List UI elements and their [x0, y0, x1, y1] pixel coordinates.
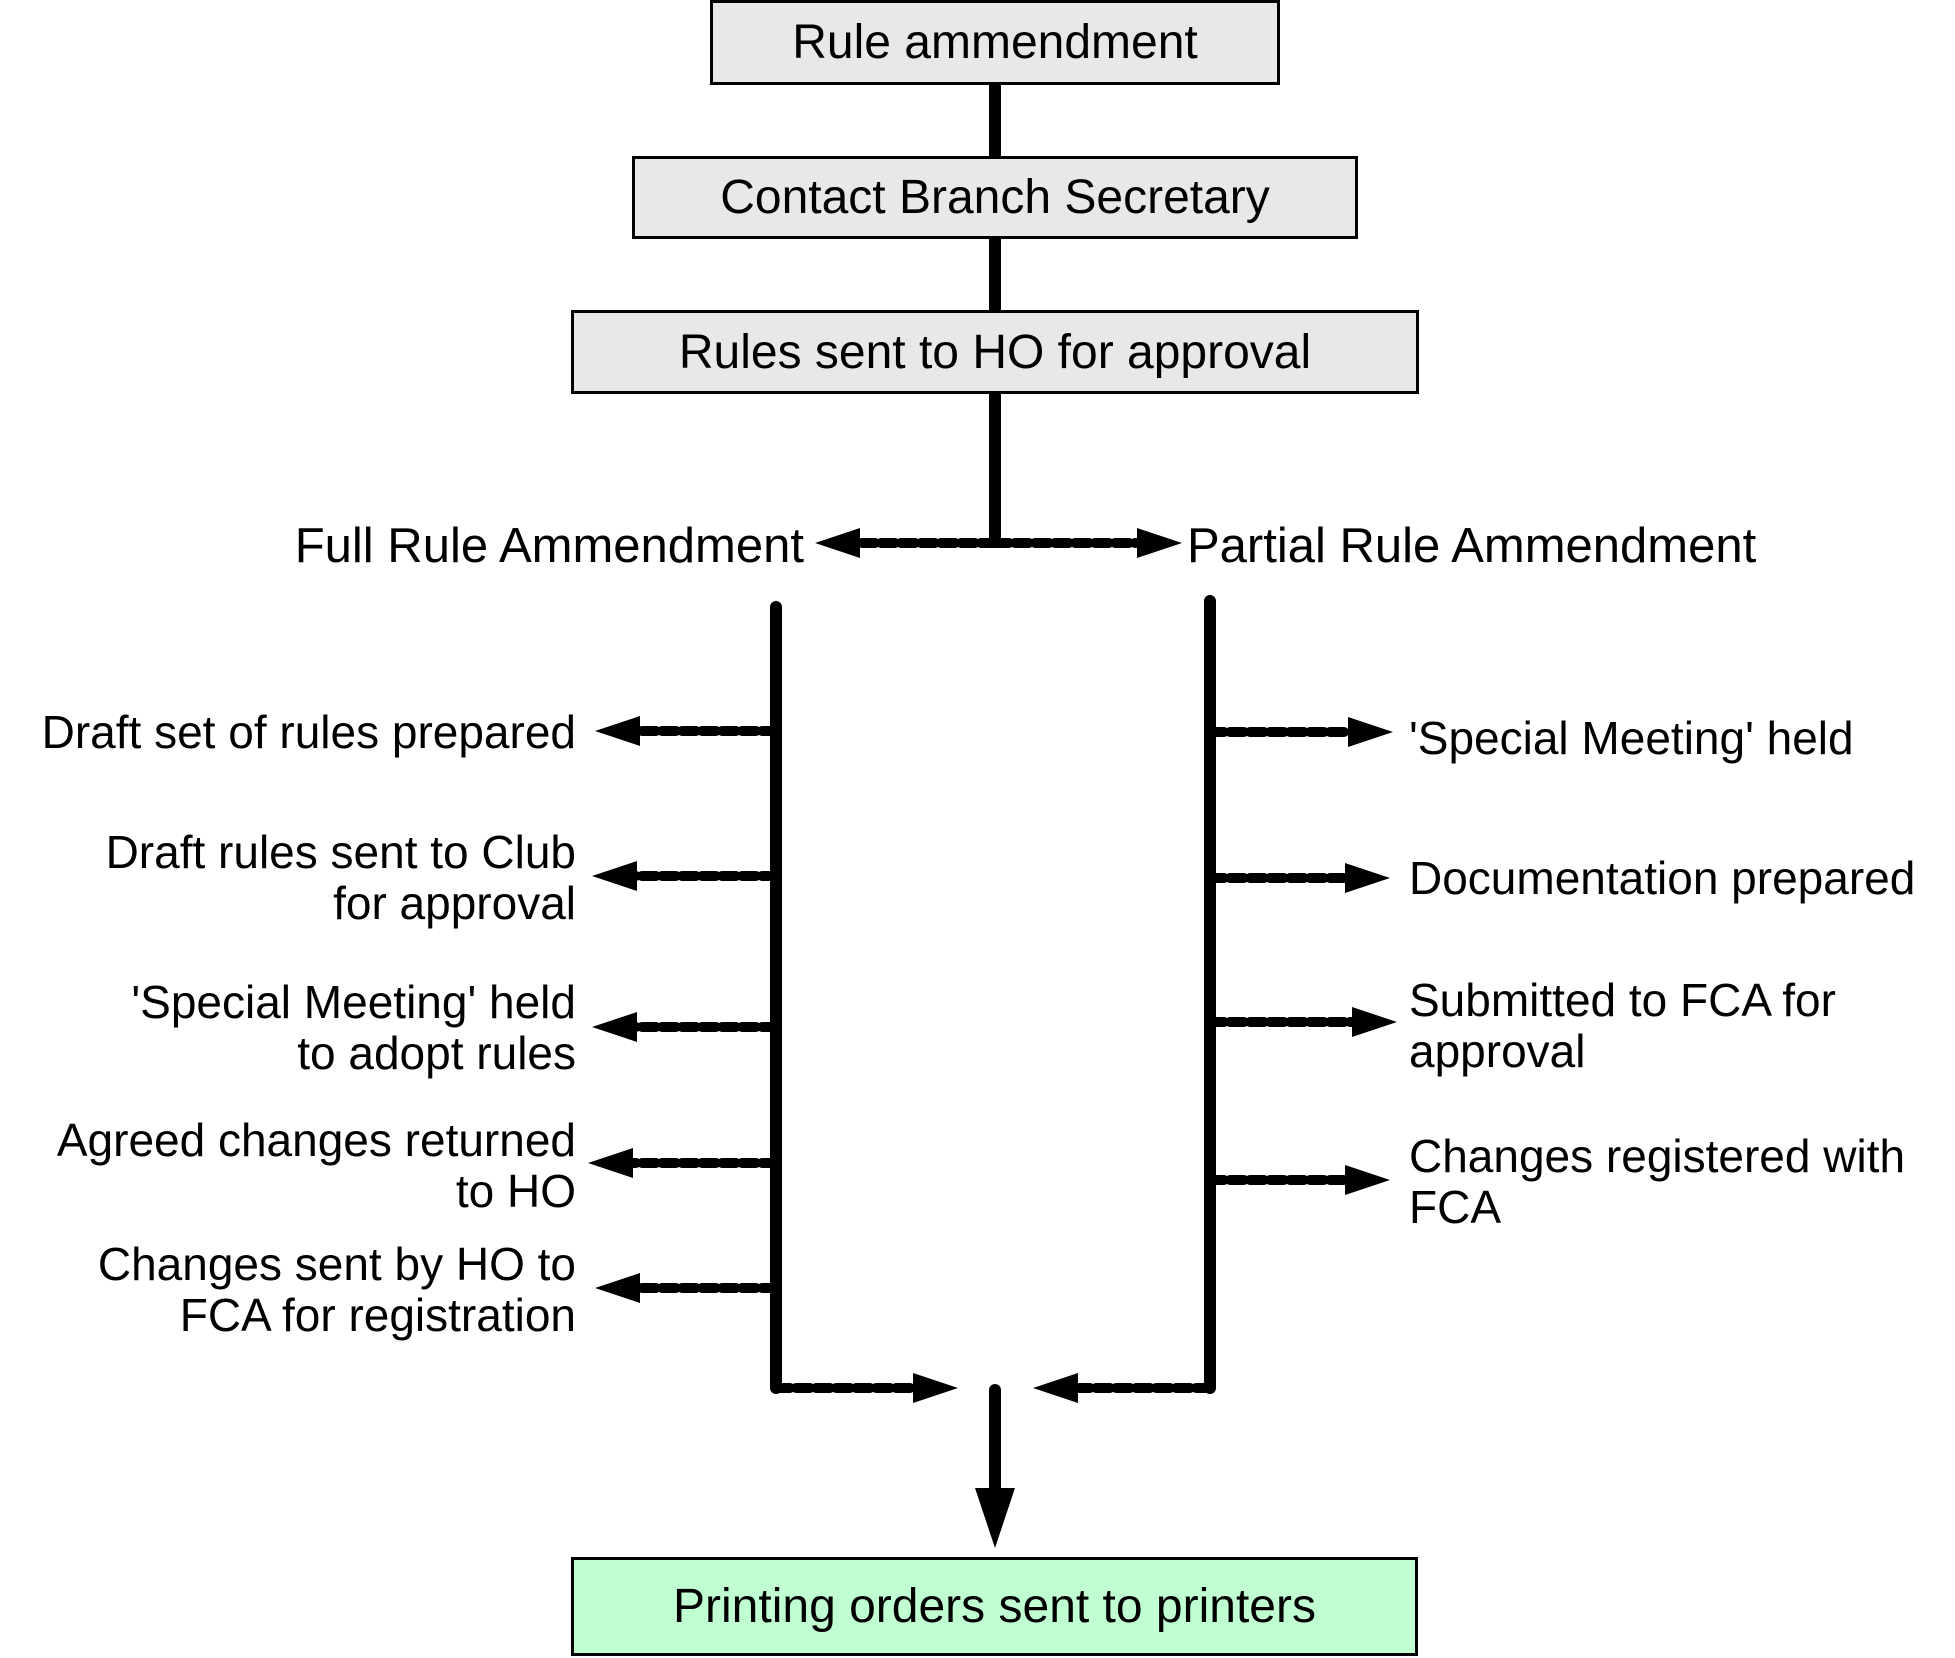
partial-step-3: Submitted to FCA for approval [1409, 974, 1836, 1077]
full-branch-title: Full Rule Ammendment [294, 519, 804, 573]
split-arrow-full [815, 528, 1000, 558]
full-step-1: Draft set of rules prepared [41, 706, 576, 758]
step-rules-sent-for-approval: Rules sent to HO for approval [571, 310, 1419, 394]
partial-step-arrow-1 [1205, 717, 1393, 747]
full-step-arrow-2 [592, 861, 781, 891]
arrowhead-right-icon [1348, 717, 1393, 747]
step-label: Printing orders sent to printers [673, 1580, 1316, 1633]
arrowhead-left-icon [815, 528, 860, 558]
full-step-arrow-1 [595, 716, 781, 746]
arrowhead-left-icon [595, 1273, 640, 1303]
full-step-5: Changes sent by HO to FCA for registrati… [97, 1238, 576, 1341]
step-label: Contact Branch Secretary [720, 171, 1270, 224]
arrowhead-right-icon [1345, 1165, 1390, 1195]
split-arrow-partial [990, 528, 1182, 558]
full-step-arrow-5 [595, 1273, 781, 1303]
arrowhead-left-icon [592, 861, 637, 891]
arrowhead-left-icon [1033, 1373, 1078, 1403]
arrowhead-down-icon [975, 1488, 1015, 1548]
partial-step-arrow-2 [1205, 863, 1390, 893]
full-step-4: Agreed changes returned to HO [56, 1114, 576, 1217]
partial-step-4: Changes registered with FCA [1409, 1130, 1906, 1233]
full-step-arrow-4 [588, 1148, 781, 1178]
full-step-arrow-3 [592, 1012, 781, 1042]
merge-arrow-full [771, 1373, 958, 1403]
partial-branch-title: Partial Rule Ammendment [1187, 519, 1757, 573]
partial-step-arrow-4 [1205, 1165, 1390, 1195]
arrowhead-left-icon [588, 1148, 633, 1178]
partial-step-arrow-3 [1205, 1007, 1397, 1037]
arrowhead-left-icon [592, 1012, 637, 1042]
step-printing-orders: Printing orders sent to printers [571, 1557, 1418, 1656]
arrowhead-right-icon [1345, 863, 1390, 893]
arrowhead-left-icon [595, 716, 640, 746]
arrowhead-right-icon [1352, 1007, 1397, 1037]
final-arrow [975, 1384, 1015, 1548]
step-contact-branch-secretary: Contact Branch Secretary [632, 156, 1358, 239]
partial-step-1: 'Special Meeting' held [1409, 712, 1854, 764]
full-step-3: 'Special Meeting' held to adopt rules [131, 976, 576, 1079]
step-rule-ammendment: Rule ammendment [710, 0, 1280, 85]
step-label: Rules sent to HO for approval [678, 325, 1312, 379]
partial-step-2: Documentation prepared [1409, 852, 1916, 904]
arrowhead-right-icon [1137, 528, 1182, 558]
merge-arrow-partial [1033, 1373, 1215, 1403]
full-step-2: Draft rules sent to Club for approval [105, 826, 576, 929]
step-label: Rule ammendment [792, 16, 1198, 69]
arrowhead-right-icon [913, 1373, 958, 1403]
